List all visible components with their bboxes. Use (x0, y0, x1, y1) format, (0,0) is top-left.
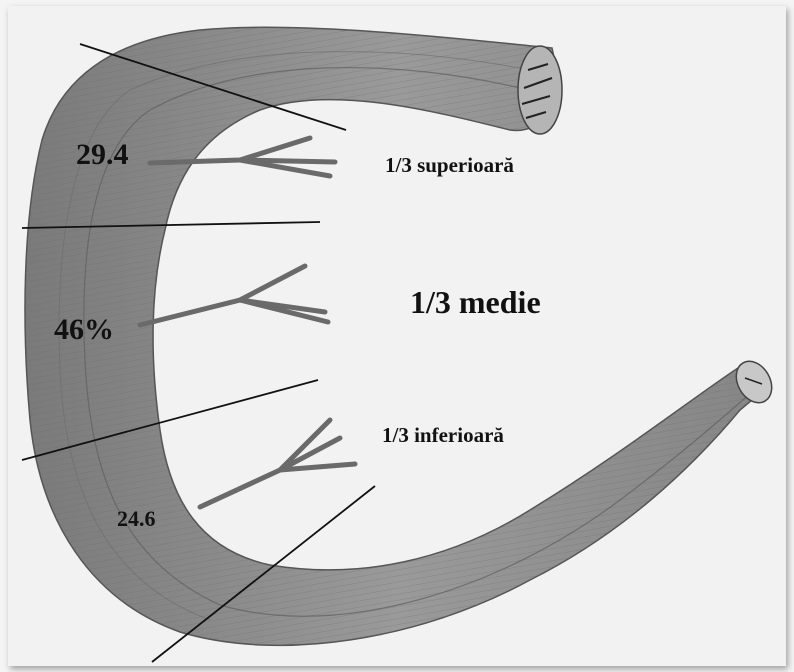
label-inferior-third: 1/3 inferioară (382, 423, 504, 448)
percentage-inferior: 24.6 (117, 506, 156, 532)
percentage-superior: 29.4 (76, 138, 129, 172)
nerve-branch-medie (140, 266, 328, 325)
nerve-branch-inferior (200, 420, 355, 507)
label-middle-third: 1/3 medie (410, 284, 541, 321)
upper-cut-end (518, 46, 562, 134)
percentage-middle: 46% (54, 313, 114, 347)
label-superior-third: 1/3 superioară (385, 153, 514, 178)
